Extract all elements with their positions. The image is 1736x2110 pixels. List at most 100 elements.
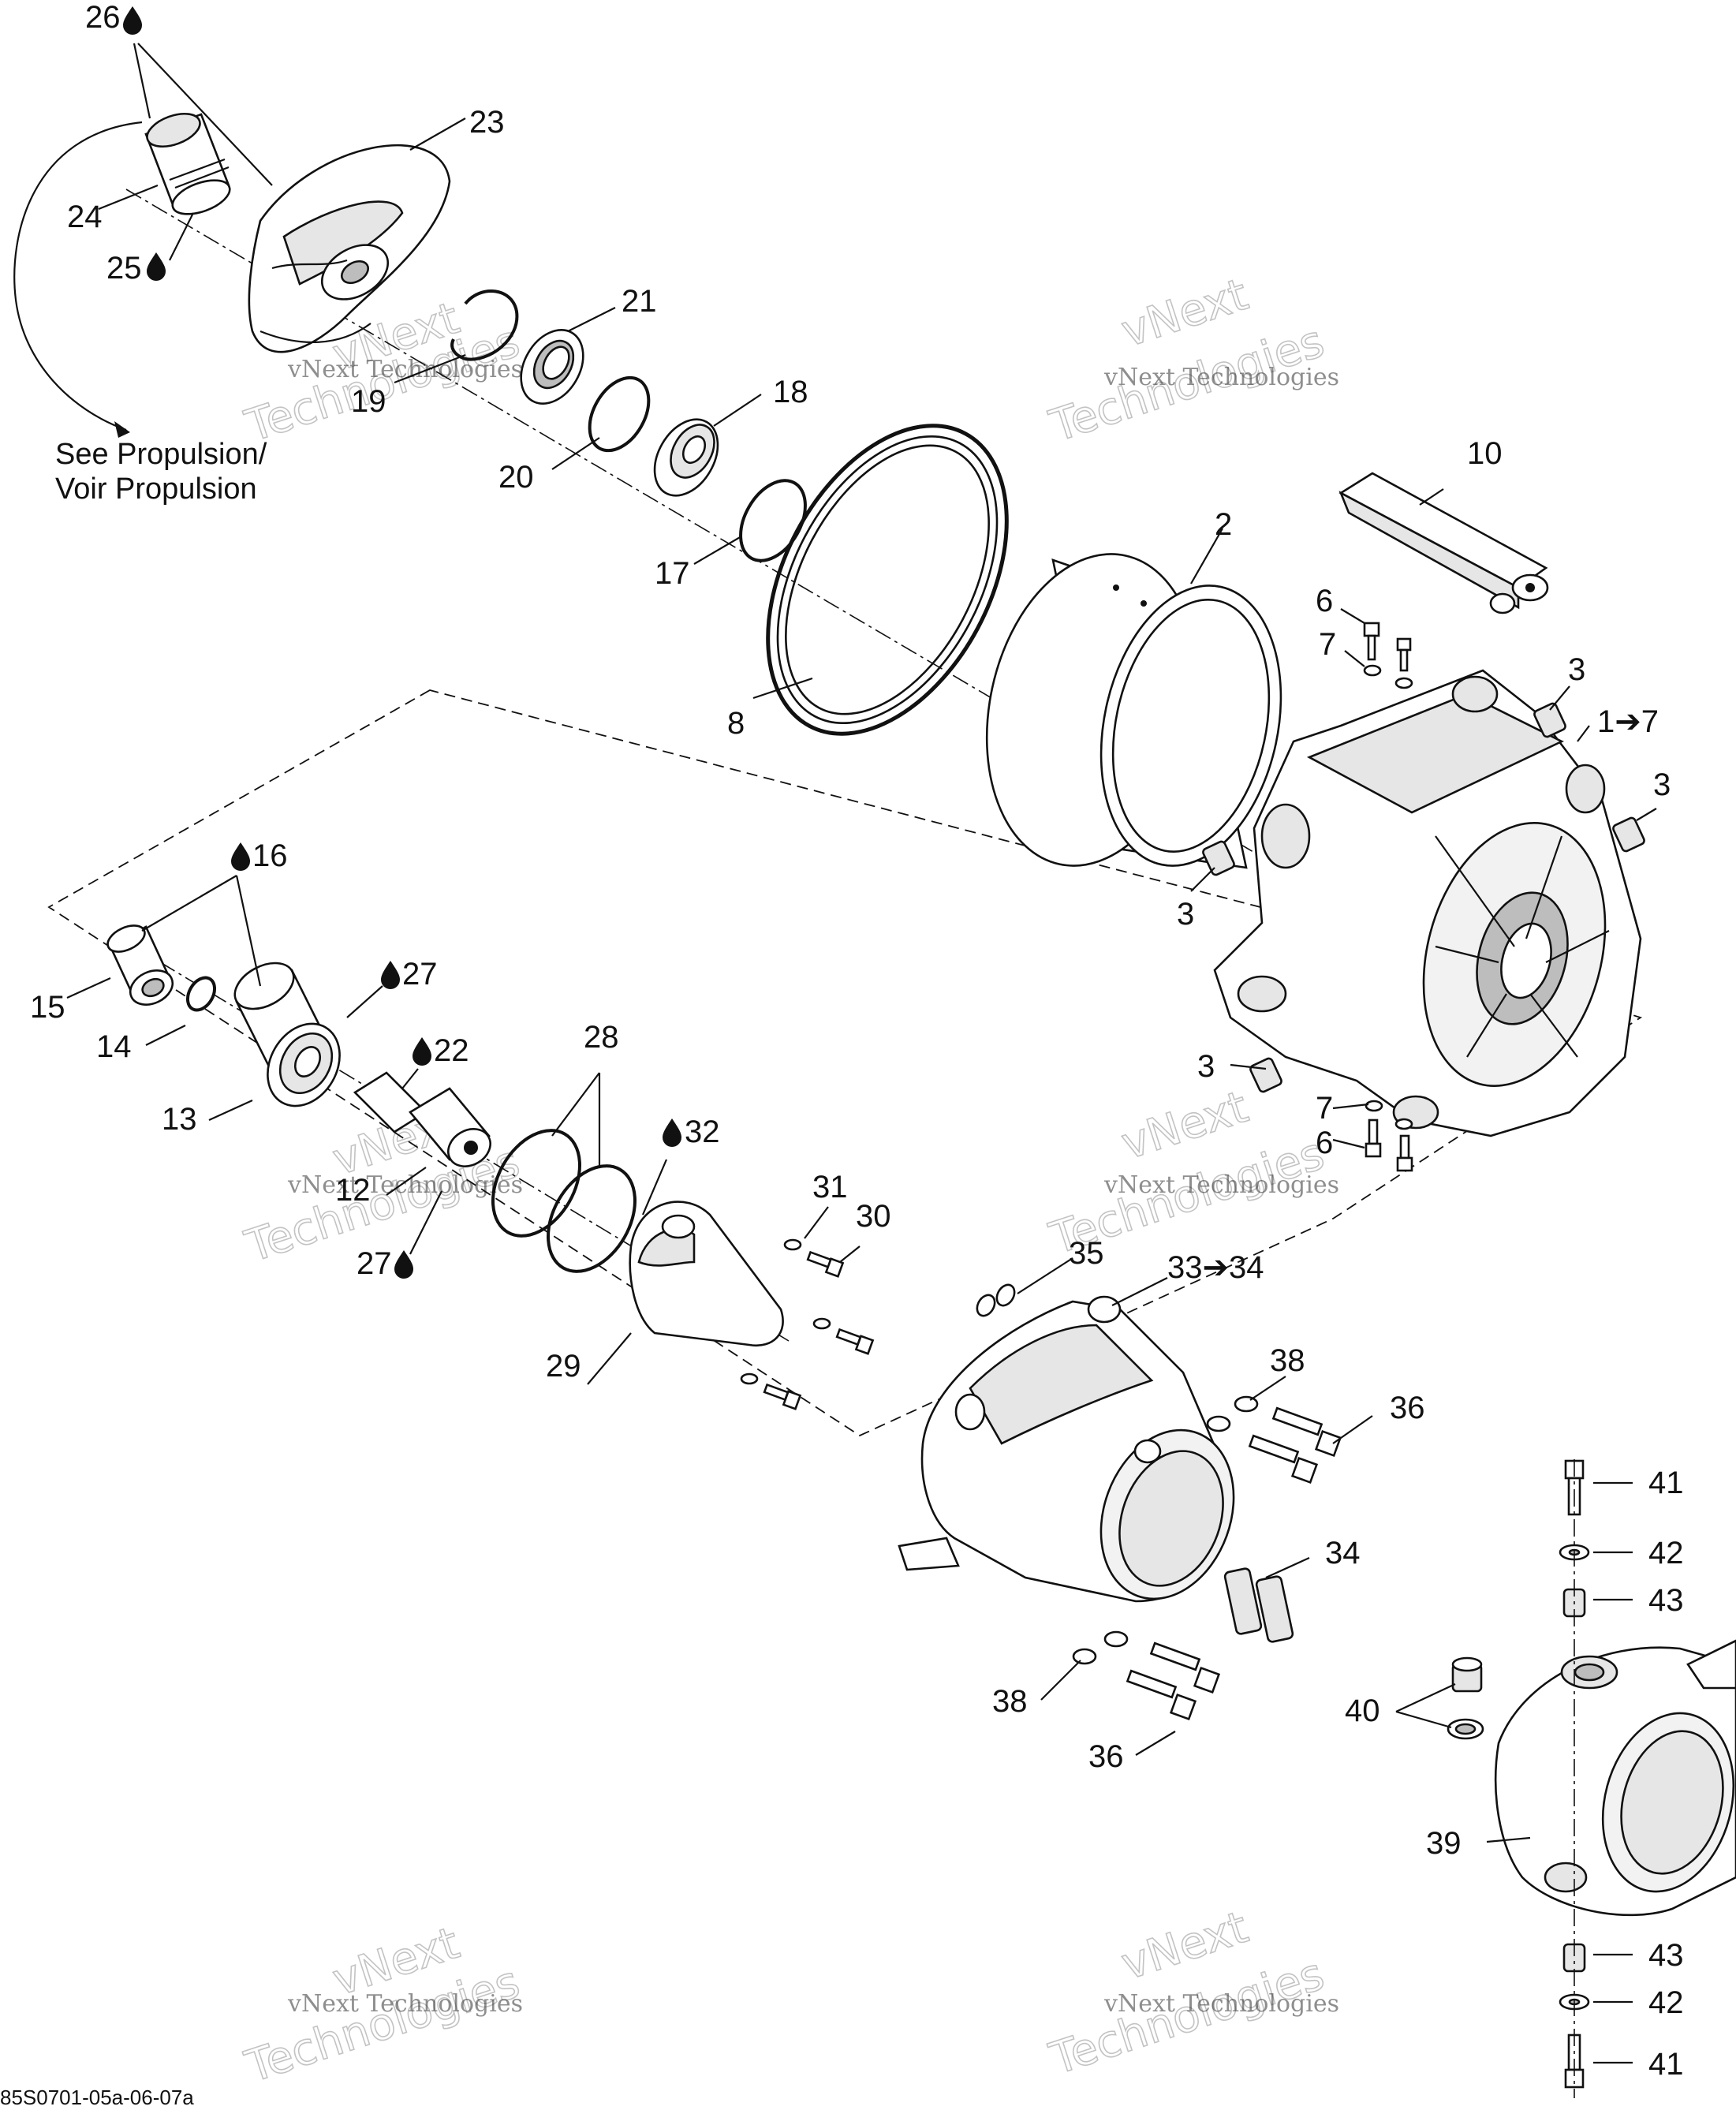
part-impeller: [248, 144, 451, 353]
part-bearing-18: [653, 418, 719, 497]
part-seal: [520, 328, 584, 405]
part-wear-ring-8: [766, 424, 1009, 736]
callout-21: 21: [622, 284, 657, 319]
part-screws-30: [740, 1238, 875, 1410]
drop-icon: [123, 6, 142, 35]
callout-25: 25: [106, 251, 142, 286]
callout-13: 13: [162, 1102, 197, 1137]
watermark-bottom-right: vNext Technologies vNext Technologies: [1043, 1901, 1339, 2086]
callout-39: 39: [1426, 1826, 1462, 1861]
lubricant-drop-icons: [123, 6, 681, 1279]
part-bolts-36-upper: [1206, 1395, 1342, 1484]
callout-6-lower: 6: [1316, 1126, 1333, 1160]
callout-36-lower: 36: [1088, 1739, 1124, 1774]
callout-31: 31: [812, 1170, 848, 1204]
part-sleeve-15: [106, 924, 174, 1006]
part-bolts-bottom: [1365, 1100, 1413, 1172]
callout-27-lower: 27: [357, 1246, 392, 1281]
callout-15: 15: [30, 990, 65, 1025]
callout-38-upper: 38: [1270, 1343, 1305, 1378]
watermark-text: vNext Technologies: [287, 1171, 523, 1199]
part-wear-sleeve: [144, 112, 231, 215]
watermark-bottom-left: vNext Technologies vNext Technologies: [238, 1917, 526, 2093]
callout-42-upper: 42: [1648, 1536, 1684, 1570]
callout-29: 29: [546, 1349, 581, 1384]
callout-3-lower: 3: [1197, 1049, 1215, 1084]
part-o-ring-28a: [491, 1129, 581, 1238]
watermark-text: vNext Technologies: [287, 1990, 523, 2018]
cross-reference-line2: Voir Propulsion: [55, 472, 257, 506]
callout-20: 20: [498, 460, 534, 495]
callout-19: 19: [351, 384, 386, 419]
callout-35: 35: [1069, 1236, 1104, 1271]
watermark-text: vNext Technologies: [1103, 1171, 1339, 1199]
cross-reference-arrow: [13, 121, 143, 431]
cross-reference-arrowhead: [114, 421, 130, 438]
part-bushings-3: [1202, 702, 1645, 1093]
callout-22: 22: [434, 1033, 469, 1068]
callout-42-lower: 42: [1648, 1985, 1684, 2020]
callout-10: 10: [1467, 436, 1503, 471]
subassembly-dashed-outline: [47, 689, 1643, 1437]
part-o-ring-35a: [976, 1294, 996, 1317]
drop-icon: [231, 842, 250, 871]
callout-41-upper: 41: [1648, 1466, 1684, 1500]
part-bearing-13: [233, 962, 341, 1107]
drop-icon: [381, 961, 400, 989]
callout-6-upper: 6: [1316, 584, 1333, 618]
callout-labels: 26 23 24 25 21 19 18 20 17 10 2 6 7 3 1➔…: [30, 0, 1684, 2082]
callout-2: 2: [1215, 507, 1232, 542]
callout-18: 18: [773, 375, 808, 409]
callout-7-lower: 7: [1316, 1091, 1333, 1126]
part-liner-2: [985, 553, 1282, 869]
callout-24: 24: [67, 200, 103, 234]
callout-23: 23: [469, 105, 505, 140]
part-o-ring-28b: [547, 1164, 637, 1273]
part-shaft-22: [353, 1071, 491, 1167]
callout-41-lower: 41: [1648, 2047, 1684, 2082]
callout-36-upper: 36: [1390, 1391, 1425, 1425]
callout-3-left: 3: [1177, 897, 1194, 932]
leader-lines: [66, 43, 1657, 2064]
watermark-top-right: vNext Technologies vNext Technologies: [1043, 268, 1339, 453]
part-circlip: [450, 289, 519, 361]
callout-30: 30: [856, 1199, 891, 1234]
callout-27-upper: 27: [402, 957, 438, 992]
part-o-ring-20: [588, 375, 651, 453]
callout-16: 16: [252, 838, 288, 873]
callout-3-upper: 3: [1568, 652, 1585, 687]
part-pump-housing-1: [1213, 669, 1642, 1137]
callout-40: 40: [1345, 1694, 1380, 1728]
callout-1to7: 1➔7: [1597, 704, 1659, 739]
part-bar-10: [1338, 472, 1549, 614]
drawing-code: 85S0701-05a-06-07a: [0, 2086, 194, 2109]
callout-38-lower: 38: [992, 1684, 1028, 1719]
callout-26: 26: [85, 0, 121, 35]
callout-28: 28: [584, 1020, 619, 1055]
callout-43-lower: 43: [1648, 1938, 1684, 1973]
callout-8: 8: [727, 706, 745, 741]
drop-icon: [663, 1118, 681, 1147]
part-bolts-36-lower: [1072, 1630, 1221, 1721]
part-bushings-40: [1447, 1656, 1484, 1740]
part-anodes-34: [1223, 1567, 1294, 1643]
part-steering-nozzle-39: [1495, 1639, 1736, 1917]
callout-14: 14: [96, 1029, 132, 1064]
callout-12: 12: [335, 1173, 371, 1208]
part-venturi-nozzle-33: [898, 1295, 1235, 1603]
callout-33to34: 33➔34: [1167, 1250, 1264, 1285]
callout-43-upper: 43: [1648, 1583, 1684, 1618]
part-o-ring-35b: [995, 1283, 1016, 1307]
callout-7-upper: 7: [1319, 627, 1336, 662]
drop-icon: [394, 1250, 413, 1279]
watermark-text: vNext Technologies: [1103, 364, 1339, 391]
callout-34: 34: [1325, 1536, 1361, 1570]
part-o-ring-14: [185, 976, 217, 1012]
callout-3-right: 3: [1653, 767, 1671, 802]
part-cone-29: [629, 1201, 784, 1347]
drop-icon: [413, 1037, 431, 1066]
callout-32: 32: [685, 1115, 720, 1149]
drop-icon: [147, 252, 166, 281]
cross-reference-line1: See Propulsion/: [55, 438, 267, 471]
